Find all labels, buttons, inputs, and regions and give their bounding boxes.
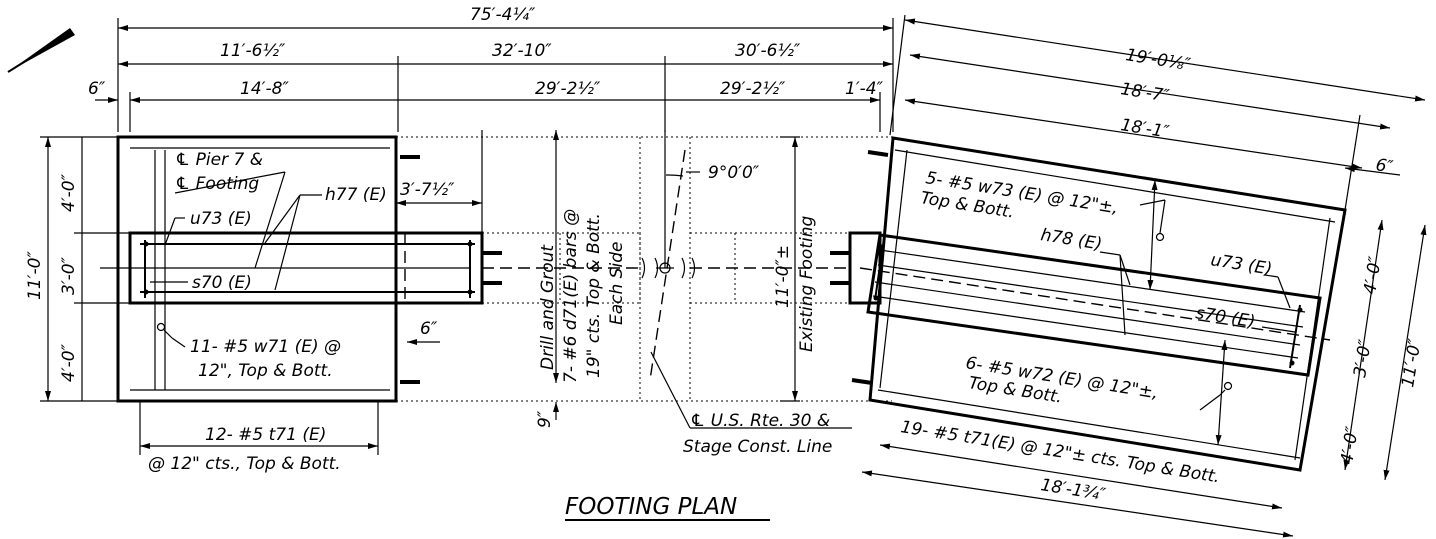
dim-d6: 29′-2½″ xyxy=(535,79,601,99)
label-cl-rte-2: Stage Const. Line xyxy=(683,437,832,457)
label-u73-right: u73 (E) xyxy=(1209,250,1273,279)
label-existing: Existing Footing xyxy=(797,216,817,352)
dim-r-vtotal: 11′-0″ xyxy=(1398,337,1425,389)
dim-d3: 30′-6½″ xyxy=(735,41,801,61)
label-drill-3: 19" cts. Top & Bott. xyxy=(584,213,604,378)
dim-l-v2: 3′-0″ xyxy=(59,256,79,295)
label-mid-v: 11′-0″± xyxy=(773,245,793,308)
north-arrow-icon xyxy=(7,28,75,73)
label-t71-1: 12- #5 t71 (E) xyxy=(205,425,326,445)
label-s70-left: s70 (E) xyxy=(192,273,252,293)
label-cl-pier: ℄ Pier 7 & xyxy=(175,150,263,170)
dim-l-vtotal: 11′-0″ xyxy=(25,251,45,300)
label-cl-rte-1: ℄ U.S. Rte. 30 & xyxy=(690,411,830,431)
label-t71-2: @ 12" cts., Top & Bott. xyxy=(148,454,341,474)
left-labels: ℄ Pier 7 & ℄ Footing h77 (E) u73 (E) s70… xyxy=(139,150,555,474)
right-labels: 5- #5 w73 (E) @ 12"±, Top & Bott. h78 (E… xyxy=(861,168,1296,538)
label-drill-1: Drill and Grout xyxy=(538,244,558,370)
dim-overall: 75′-4¼″ xyxy=(470,5,536,25)
dim-d1: 11′-6½″ xyxy=(220,41,286,61)
label-t71-right: 19- #5 t71(E) @ 12"± cts. Top & Bott. xyxy=(899,417,1221,487)
dim-l-v1: 4′-0″ xyxy=(59,173,79,212)
label-dim-ext: 3′-7½″ xyxy=(400,180,455,200)
dim-r4: 6″ xyxy=(1374,155,1395,178)
dim-d7: 29′-2½″ xyxy=(720,79,786,99)
left-vertical-dims: 11′-0″ 4′-0″ 3′-0″ 4′-0″ xyxy=(25,136,130,402)
dim-r2: 18′-7″ xyxy=(1119,79,1171,106)
middle-section: Drill and Grout 7- #6 d71(E) bars @ 19" … xyxy=(538,130,852,457)
dim-r-v3: 4′-0″ xyxy=(1337,425,1363,466)
right-vertical-dims: 11′-0″ 4′-0″ 3′-0″ 4′-0″ xyxy=(1337,219,1427,481)
dim-bottom-r: 18′-1¾″ xyxy=(1039,475,1107,505)
label-angle: 9°0′0″ xyxy=(708,163,760,183)
label-s70-right: s70 (E) xyxy=(1194,303,1256,332)
dim-d5: 14′-8″ xyxy=(240,79,289,99)
dim-r3: 18′-1″ xyxy=(1119,115,1171,142)
left-footing xyxy=(100,130,892,420)
dim-r-v1: 4′-0″ xyxy=(1360,255,1386,296)
dim-d8: 1′-4″ xyxy=(845,79,884,99)
drawing-title: FOOTING PLAN xyxy=(565,494,737,520)
label-drill-2: 7- #6 d71(E) bars @ xyxy=(561,209,581,383)
label-w71-1: 11- #5 w71 (E) @ xyxy=(190,337,341,357)
label-dim-six: 6″ xyxy=(420,319,438,339)
label-w71-2: 12", Top & Bott. xyxy=(198,361,333,381)
label-u73-left: u73 (E) xyxy=(190,209,252,229)
label-dim-nine: 9″ xyxy=(535,410,555,428)
dim-r-v2: 3′-0″ xyxy=(1350,338,1376,379)
dim-d2: 32′-10″ xyxy=(492,41,552,61)
label-h77: h77 (E) xyxy=(325,185,387,205)
dim-d4: 6″ xyxy=(88,79,106,99)
dim-l-v3: 4′-0″ xyxy=(59,343,79,382)
dim-r1: 19′-0⅛″ xyxy=(1124,45,1192,75)
label-drill-4: Each Side xyxy=(607,242,627,325)
right-footing xyxy=(830,136,1347,472)
top-dimensions: 75′-4¼″ 11′-6½″ 32′-10″ 30′-6½″ 6″ 14′-8… xyxy=(88,5,894,132)
label-h78: h78 (E) xyxy=(1039,225,1103,254)
